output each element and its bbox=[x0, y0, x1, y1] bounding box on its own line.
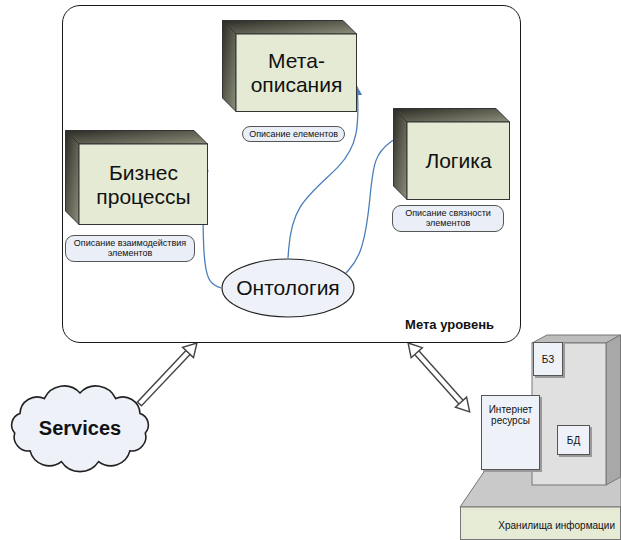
cube-box: Логика bbox=[393, 108, 510, 200]
stand-wall-side bbox=[606, 335, 621, 485]
level-frame: Мета уровень Мета- описанияОписание елеме… bbox=[62, 5, 521, 343]
hollow-shaft-outline bbox=[139, 352, 189, 405]
node-text: Описание связности элементов bbox=[399, 208, 497, 229]
node-text: Онтология bbox=[236, 276, 339, 300]
cube-box: Бизнес процессы bbox=[65, 130, 208, 225]
hollow-arrowhead bbox=[408, 343, 422, 358]
cube-top-face bbox=[223, 21, 357, 35]
stand-front-band bbox=[461, 507, 621, 540]
cube-side-face bbox=[66, 131, 80, 225]
hollow-shaft-fill bbox=[140, 352, 189, 404]
cube-front-face bbox=[236, 34, 357, 112]
storage-stand: Хранилища информации БЗ Интернет ресурсыБД bbox=[460, 335, 621, 540]
node-text: Хранилища информации bbox=[498, 520, 615, 531]
cube-top-face bbox=[66, 131, 208, 145]
node-text: БД bbox=[567, 435, 580, 446]
connector bbox=[139, 343, 197, 404]
connector-line bbox=[288, 86, 358, 258]
store-box: Интернет ресурсы bbox=[481, 395, 540, 470]
cube-side-face bbox=[394, 109, 408, 200]
hollow-arrowhead bbox=[455, 397, 469, 412]
node-text: Логика bbox=[420, 149, 496, 173]
hollow-shaft-outline bbox=[416, 352, 462, 403]
node-text: Интернет ресурсы bbox=[485, 404, 536, 426]
hollow-arrowhead bbox=[183, 343, 197, 358]
hollow-shaft-fill bbox=[416, 352, 462, 403]
services-cloud: Services bbox=[5, 384, 155, 472]
connector bbox=[288, 86, 358, 258]
connector-line bbox=[346, 140, 393, 273]
cube-box: Мета- описания bbox=[222, 20, 357, 112]
node-text: Services bbox=[39, 417, 121, 440]
store-box: БД bbox=[557, 425, 590, 455]
store-box: БЗ bbox=[533, 342, 563, 376]
node-text: Бизнес процессы bbox=[79, 161, 208, 208]
node-text: Описание елементов bbox=[249, 129, 338, 139]
connector bbox=[346, 140, 393, 273]
node-text: Мета уровень bbox=[405, 317, 494, 332]
note-pill: Описание елементов bbox=[242, 126, 345, 142]
ontology-ellipse: Онтология bbox=[221, 258, 355, 318]
cube-top-face bbox=[394, 109, 510, 123]
cube-front-face bbox=[407, 122, 510, 200]
ellipse-outline bbox=[222, 259, 354, 317]
stand-wall-front bbox=[532, 343, 606, 485]
cube-side-face bbox=[223, 21, 237, 112]
node-text: БЗ bbox=[542, 354, 555, 365]
node-text: Мета- описания bbox=[236, 49, 357, 96]
node-text: Описание взаимодействия элементов bbox=[72, 238, 188, 259]
note-pill: Описание связности элементов bbox=[392, 205, 504, 232]
note-pill: Описание взаимодействия элементов bbox=[65, 235, 195, 262]
connector bbox=[408, 343, 470, 412]
cloud-outline bbox=[12, 386, 149, 472]
cube-front-face bbox=[79, 144, 208, 225]
